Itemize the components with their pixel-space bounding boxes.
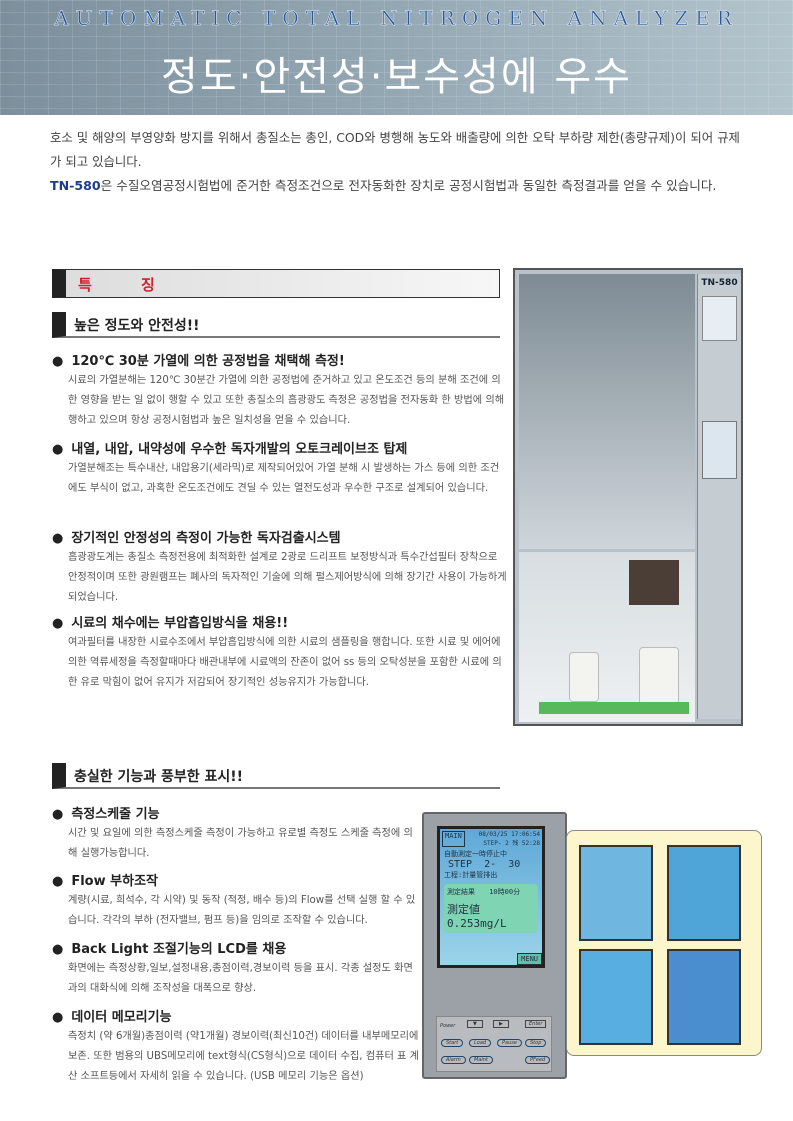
lcd-value: 0.253mg/L (447, 917, 507, 930)
features-label: 특 징 (78, 276, 177, 294)
feature-body: 여과필터를 내장한 시료수조에서 부압흡입방식에 의한 시료의 샘플링을 행합니… (68, 637, 502, 688)
lower-section (519, 552, 695, 722)
function-body: 시간 및 요일에 의한 측정스케줄 측정이 가능하고 유로별 측정도 스케줄 측… (68, 828, 413, 859)
function-body: 측정치 (약 6개월)종점이력 (약1개월) 경보이력(최신10건) 데이터를 … (68, 1031, 420, 1082)
lcd-step-remaining: STEP- 2 残 52:28 (483, 840, 540, 847)
section-title-1: 높은 정도와 안전성!! (74, 318, 200, 334)
lcd-result-time: 10時00分 (489, 888, 521, 896)
screen-thumbnail (579, 949, 653, 1045)
section-title-2: 충실한 기능과 풍부한 표시!! (74, 769, 244, 785)
lcd-step: STEP 2- 30 (448, 859, 521, 870)
analyzer-photo: TN-580 (513, 268, 743, 726)
photo-lcd (702, 421, 737, 479)
screen-thumbnail (667, 949, 741, 1045)
keypad: Power ▼ ▶ Enter Start Load Pause Stop Al… (436, 1016, 552, 1072)
lcd-result-box: 測定結果 10時00分 測定値 0.253mg/L (444, 884, 538, 933)
model-name: TN-580 (50, 178, 101, 193)
stop-button[interactable]: Stop (525, 1039, 547, 1047)
lcd-process: 工程:計量管排出 (444, 871, 498, 879)
intro-line2: 은 수질오염공정시험법에 준거한 측정조건으로 전자동화한 장치로 공정시험법과… (100, 178, 717, 193)
control-panel: TN-580 (697, 274, 741, 719)
feature-title: 장기적인 안정성의 측정이 가능한 독자검출시스템 (52, 527, 507, 546)
maint-button[interactable]: Maint (469, 1056, 493, 1064)
function-title: Flow 부하조작 (52, 870, 422, 889)
alarm-button[interactable]: Alarm (441, 1056, 466, 1064)
lcd-status: 自動測定一時停止中 (444, 850, 507, 858)
lcd-menu-button[interactable]: MENU (517, 953, 542, 965)
feature-item: 내열, 내압, 내약성에 우수한 독자개발의 오토크레이브조 탑제가열분해조는 … (52, 438, 507, 499)
screen-thumbnail (667, 845, 741, 941)
intro-line1: 호소 및 해양의 부영양화 방지를 위해서 총질소는 총인, COD와 병행해 … (50, 130, 740, 169)
function-title: 데이터 메모리기능 (52, 1006, 422, 1025)
feature-body: 시료의 가열분해는 120℃ 30분간 가열에 의한 공정법에 준거하고 있고 … (68, 375, 505, 426)
lcd-value-label: 測定値 (447, 903, 480, 916)
features-bar: 특 징 (52, 269, 500, 298)
feature-body: 가열분해조는 특수내산, 내압용기(세라믹)로 제작되어있어 가열 분해 시 발… (68, 463, 500, 494)
header-banner: AUTOMATIC TOTAL NITROGEN ANALYZER 정도·안전성… (0, 0, 793, 115)
feature-title: 시료의 채수에는 부압흡입방식을 채용!! (52, 612, 507, 631)
lcd-main-button[interactable]: MAIN (442, 831, 465, 847)
header-title: 정도·안전성·보수성에 우수 (161, 54, 632, 100)
feature-title: 내열, 내압, 내약성에 우수한 독자개발의 오토크레이브조 탑제 (52, 438, 507, 457)
screen-callout (566, 830, 762, 1056)
right-button[interactable]: ▶ (493, 1020, 509, 1028)
down-button[interactable]: ▼ (467, 1020, 483, 1028)
photo-window (702, 296, 737, 341)
function-title: Back Light 조절기능의 LCD를 채용 (52, 938, 422, 957)
pfeed-button[interactable]: PFeed (525, 1056, 551, 1064)
function-body: 화면에는 측정상황,일보,설정내용,종점이력,경보이력 등을 표시. 각종 설정… (68, 963, 413, 994)
feature-item: 120℃ 30분 가열에 의한 공정법을 채택해 측정! 시료의 가열분해는 12… (52, 350, 507, 431)
function-body: 계량(시료, 희석수, 각 시약) 및 동작 (적정, 배수 등)의 Flow를… (68, 895, 416, 926)
feature-body: 흡광광도계는 총질소 측정전용에 최적화한 설계로 2광로 드리프트 보정방식과… (68, 552, 507, 603)
pause-button[interactable]: Pause (497, 1039, 522, 1047)
lcd-datetime: 08/03/25 17:06:54 (478, 831, 540, 838)
intro-text: 호소 및 해양의 부영양화 방지를 위해서 총질소는 총인, COD와 병행해 … (50, 126, 740, 198)
load-button[interactable]: Load (469, 1039, 492, 1047)
feature-item: 시료의 채수에는 부압흡입방식을 채용!! 여과필터를 내장한 시료수조에서 부압… (52, 612, 507, 693)
start-button[interactable]: Start (441, 1039, 464, 1047)
reagent-section (519, 274, 695, 549)
photo-label: TN-580 (701, 278, 738, 288)
screen-thumbnail (579, 845, 653, 941)
function-title: 측정스케줄 기능 (52, 803, 422, 822)
power-indicator: Power (440, 1023, 456, 1029)
section-heading-2: 충실한 기능과 풍부한 표시!! (52, 763, 500, 789)
header-subtitle: AUTOMATIC TOTAL NITROGEN ANALYZER (54, 6, 739, 30)
feature-title: 120℃ 30분 가열에 의한 공정법을 채택해 측정! (52, 350, 507, 369)
enter-button[interactable]: Enter (525, 1020, 547, 1028)
section-heading-1: 높은 정도와 안전성!! (52, 312, 500, 338)
lcd-result-label: 測定結果 (447, 888, 475, 896)
